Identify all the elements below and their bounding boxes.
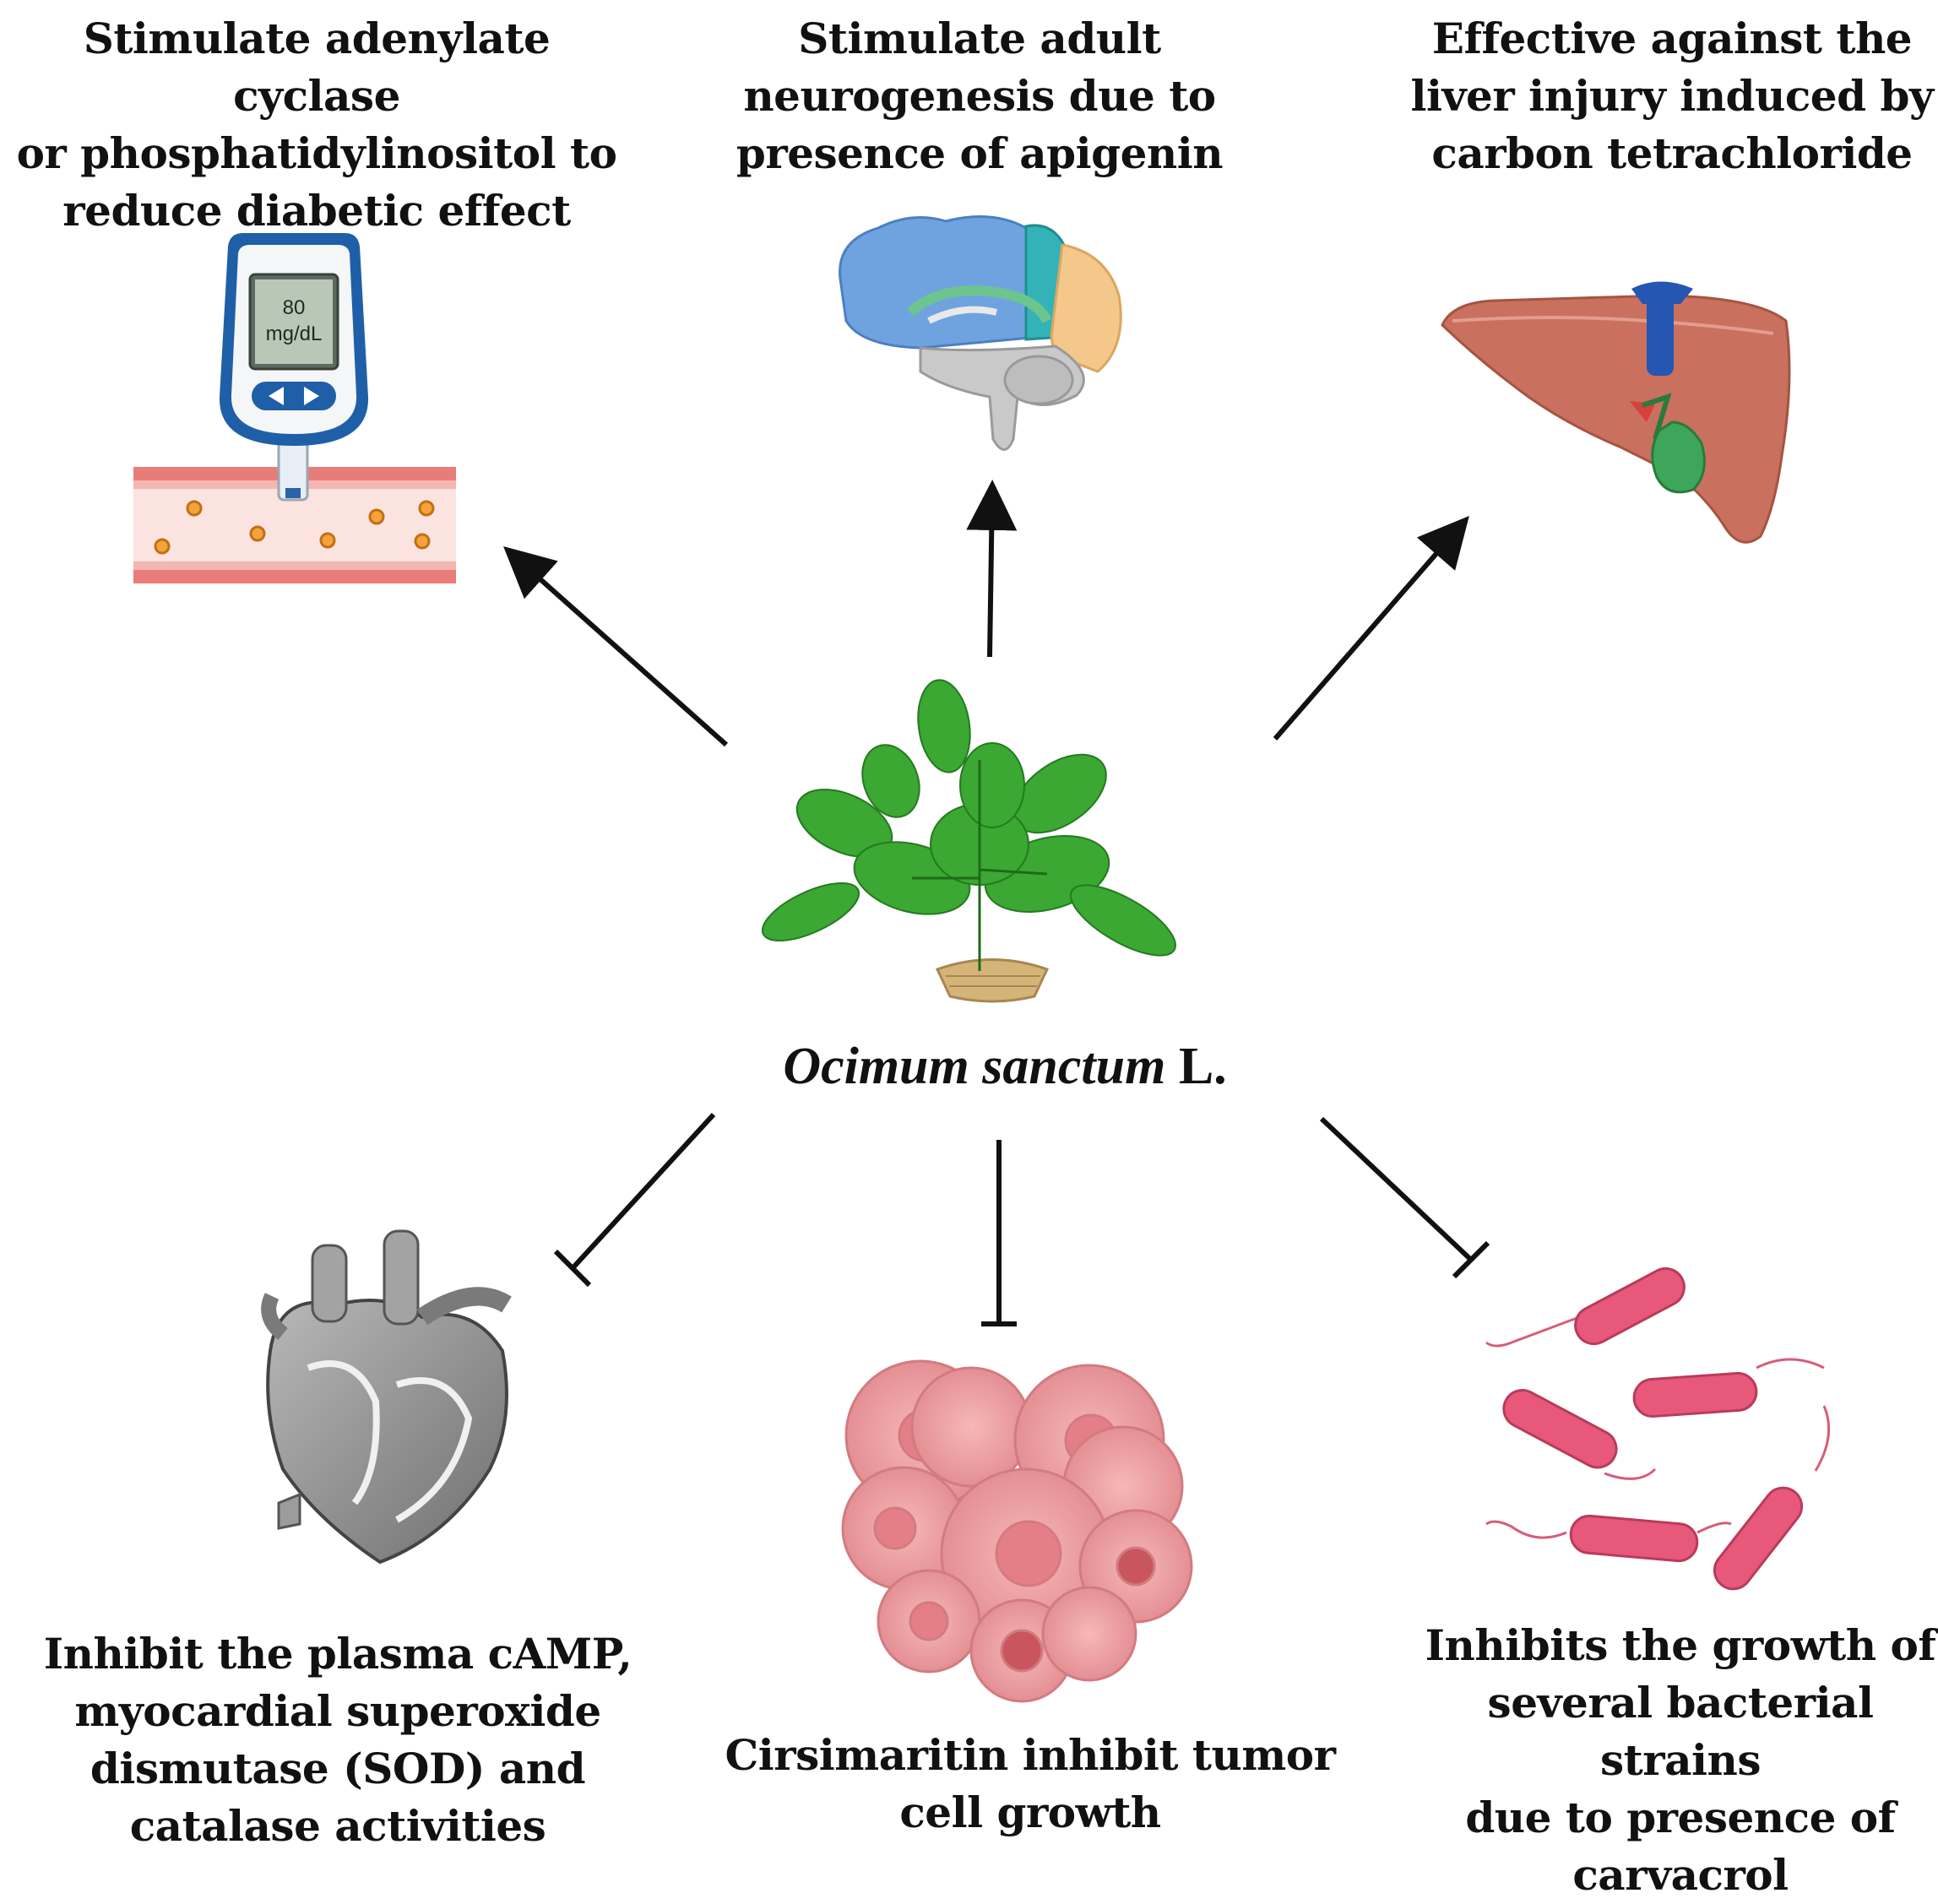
inhibit-heart — [553, 1112, 716, 1288]
effect-label-tumor: Cirsimaritin inhibit tumor cell growth — [725, 1730, 1336, 1837]
plant-species: Ocimum sanctum — [783, 1038, 1166, 1095]
tumor-cells-icon — [841, 1359, 1193, 1703]
liver-icon — [1441, 281, 1791, 544]
inhibit-bacteria — [1319, 1116, 1490, 1279]
inhibit-tumor — [981, 1140, 1017, 1326]
heart-icon — [261, 1229, 512, 1565]
plant-authority: L. — [1165, 1038, 1227, 1095]
arrow-to-liver — [1273, 515, 1469, 740]
glucometer-icon: 80 mg/dL — [133, 233, 456, 583]
glucometer-reading: 80 — [283, 296, 306, 319]
arrow-to-neurogenesis — [966, 480, 1018, 658]
diagram-canvas: 80 mg/dL — [133, 215, 1831, 1703]
effect-label-heart: Inhibit the plasma cAMP, myocardial supe… — [43, 1629, 632, 1851]
effect-label-liver: Effective against the liver injury induc… — [1410, 14, 1935, 178]
brain-icon — [839, 215, 1122, 451]
arrow-to-diabetes — [503, 546, 728, 747]
bacteria-icon — [1485, 1267, 1831, 1591]
plant-name: Ocimum sanctum L. — [709, 1037, 1300, 1097]
basil-plant-icon — [761, 679, 1176, 1003]
glucometer-unit: mg/dL — [266, 323, 323, 345]
effect-label-neurogenesis: Stimulate adult neurogenesis due to pres… — [736, 14, 1224, 178]
effect-label-diabetes: Stimulate adenylate cyclase or phosphati… — [16, 14, 617, 236]
